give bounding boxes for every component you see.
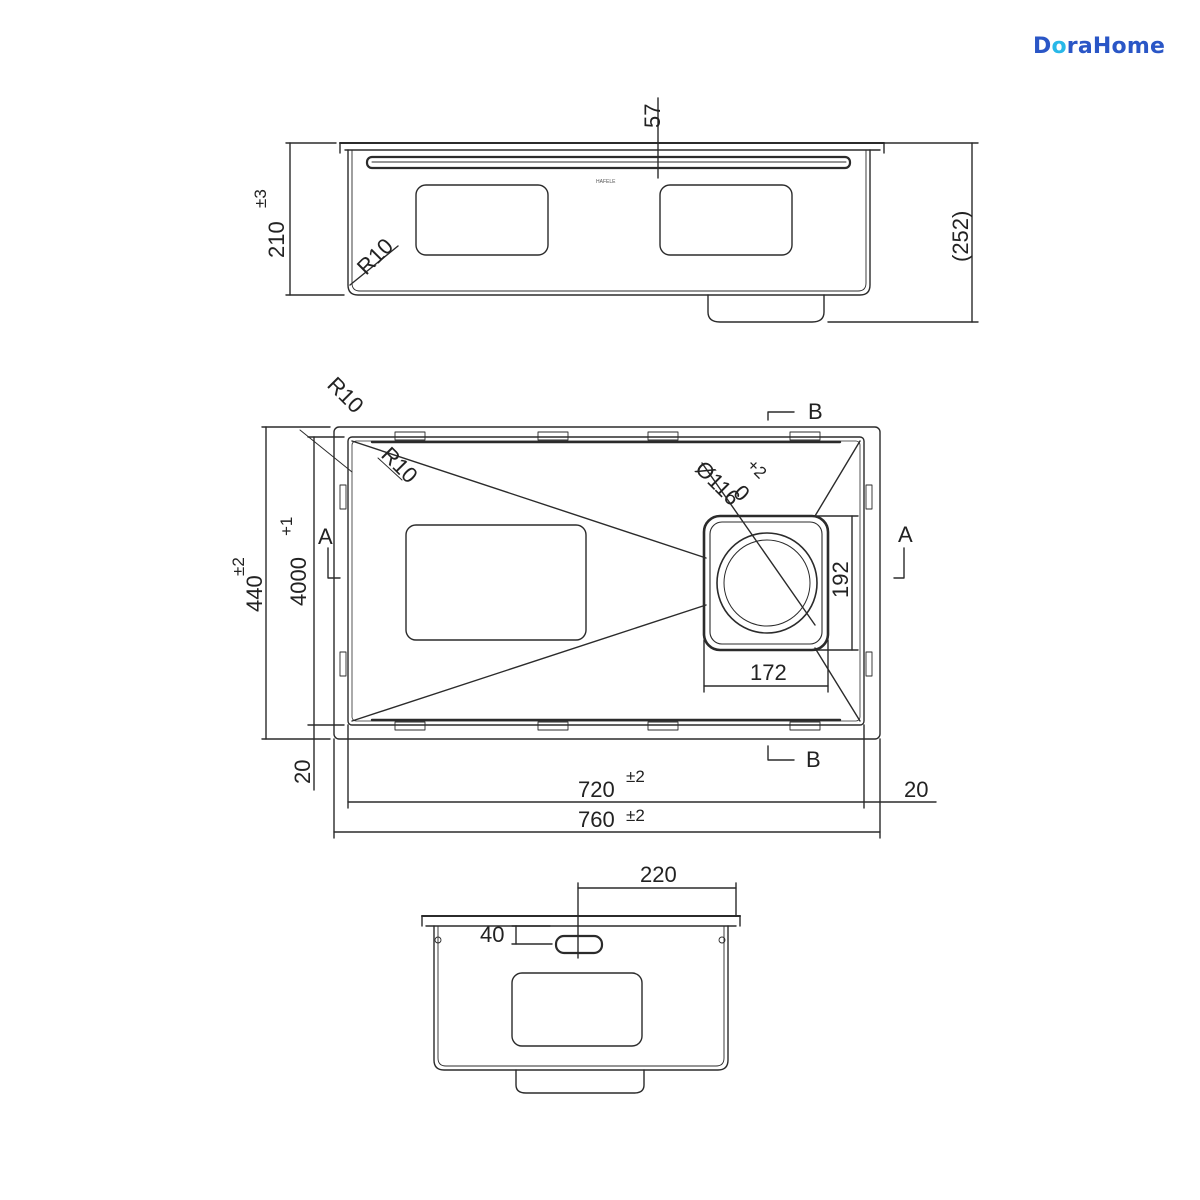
side-view	[421, 882, 741, 1094]
dim-760: 760	[578, 807, 615, 832]
dim-flange-right: 20	[904, 777, 928, 802]
section-a-right: A	[898, 522, 913, 547]
front-view	[285, 97, 979, 323]
dim-210-tolerance: ±3	[251, 189, 270, 208]
dim-220: 220	[640, 862, 677, 887]
top-view	[261, 411, 937, 839]
side-labels: 220 40	[480, 862, 677, 947]
dim-57: 57	[640, 104, 665, 128]
dim-192: 192	[828, 561, 853, 598]
radius-inner: R10	[376, 442, 422, 488]
dim-440: 440	[242, 575, 267, 612]
section-b-bottom: B	[806, 747, 821, 772]
drain-offset-tolerance: +2	[743, 455, 770, 482]
dim-720-tolerance: ±2	[626, 767, 645, 786]
radius-outer: R10	[322, 372, 368, 418]
dim-440-tolerance: ±2	[229, 557, 248, 576]
front-labels: 57 210 ±3 (252) R10 HAFELE	[251, 104, 973, 280]
dim-252: (252)	[948, 211, 973, 262]
dim-720: 720	[578, 777, 615, 802]
dim-40: 40	[480, 922, 504, 947]
brand-logo: DoraHome	[1033, 34, 1166, 59]
section-b-top: B	[808, 399, 823, 424]
dim-flange-left: 20	[290, 760, 315, 784]
dim-172: 172	[750, 660, 787, 685]
section-a-left: A	[318, 524, 333, 549]
dim-760-tolerance: ±2	[626, 806, 645, 825]
maker-stamp: HAFELE	[596, 179, 616, 185]
radius-front: R10	[352, 233, 398, 279]
dim-inner-depth-tolerance: +1	[277, 517, 296, 536]
dim-210: 210	[264, 221, 289, 258]
dim-inner-depth: 4000	[286, 557, 311, 606]
